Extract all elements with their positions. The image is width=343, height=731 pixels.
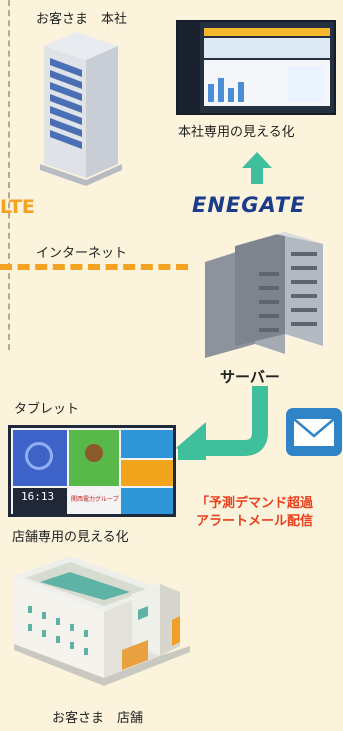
tablet-time: 16:13 xyxy=(21,490,55,503)
store-building-icon xyxy=(14,556,190,686)
internet-label: インターネット xyxy=(36,246,128,261)
hq-caption: 本社専用の見える化 xyxy=(178,125,295,140)
tablet-caption: 店舗専用の見える化 xyxy=(12,530,129,545)
mail-icon xyxy=(286,408,342,456)
lte-label: LTE xyxy=(0,196,35,218)
tablet-dashboard-screen: 16:13 関西電力グループ xyxy=(8,425,176,517)
internet-dashed-line xyxy=(0,264,188,270)
server-label: サーバー xyxy=(220,368,280,386)
alert-line-1: 「予測デマンド超過 xyxy=(196,496,314,511)
store-title: お客さま 店舗 xyxy=(52,711,144,726)
office-building-icon xyxy=(40,32,122,186)
up-arrow-icon xyxy=(242,152,272,184)
tablet-brand: 関西電力グループ xyxy=(71,496,119,503)
hq-dashboard-screen xyxy=(176,20,336,115)
down-left-arrow-icon xyxy=(176,386,268,460)
alert-line-2: アラートメール配信 xyxy=(196,514,314,529)
boundary-line xyxy=(8,0,10,350)
tablet-label: タブレット xyxy=(14,402,80,417)
enegate-logo: ENEGATE xyxy=(192,193,306,217)
hq-title: お客さま 本社 xyxy=(36,12,128,27)
server-icon xyxy=(205,232,323,358)
